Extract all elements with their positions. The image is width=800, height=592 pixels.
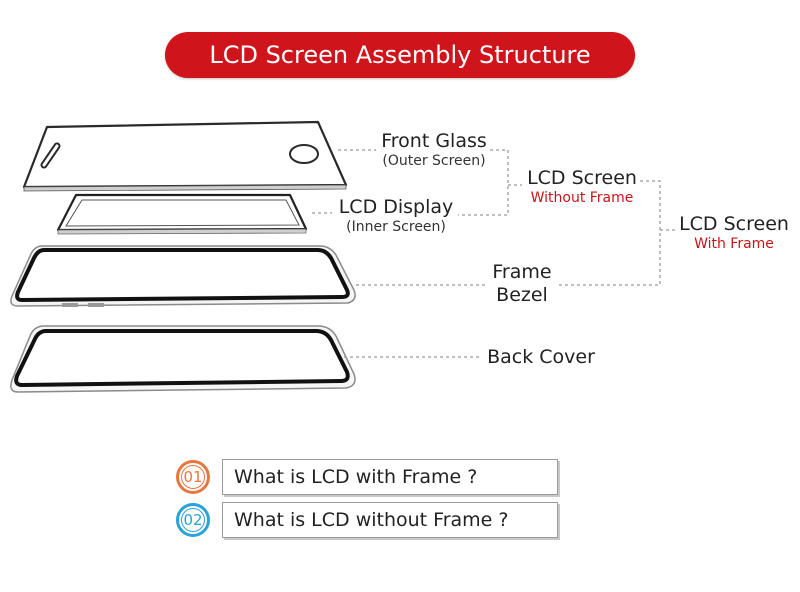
front-glass-label: Front Glass (Outer Screen) bbox=[372, 130, 496, 170]
with-frame-name: LCD Screen bbox=[679, 213, 789, 235]
faq-question-link[interactable]: What is LCD with Frame ? bbox=[222, 459, 558, 495]
bezel-name: Bezel bbox=[496, 284, 548, 306]
faq-item-1: 01 What is LCD with Frame ? bbox=[176, 459, 560, 499]
lcd-display-label: LCD Display (Inner Screen) bbox=[332, 196, 460, 236]
with-frame-sub: With Frame bbox=[694, 236, 774, 252]
front-glass-layer bbox=[22, 120, 348, 192]
lcd-display-name: LCD Display bbox=[338, 196, 454, 218]
without-frame-name: LCD Screen bbox=[527, 167, 637, 189]
back-cover-layer bbox=[10, 325, 356, 393]
faq-number-badge: 01 bbox=[176, 460, 210, 494]
faq-number: 02 bbox=[181, 508, 205, 532]
without-frame-group-label: LCD Screen Without Frame bbox=[520, 167, 644, 207]
frame-bezel-layer bbox=[10, 245, 356, 307]
without-frame-sub: Without Frame bbox=[530, 190, 634, 206]
page-title: LCD Screen Assembly Structure bbox=[165, 32, 635, 78]
front-glass-sub: (Outer Screen) bbox=[382, 153, 486, 169]
frame-name: Frame bbox=[492, 261, 552, 283]
frame-bezel-label: Frame Bezel bbox=[484, 261, 560, 307]
lcd-display-layer bbox=[56, 193, 308, 235]
faq-item-2: 02 What is LCD without Frame ? bbox=[176, 502, 560, 542]
faq-number-badge: 02 bbox=[176, 503, 210, 537]
faq-question-link[interactable]: What is LCD without Frame ? bbox=[222, 502, 558, 538]
back-cover-name: Back Cover bbox=[487, 346, 595, 368]
connector-lines bbox=[312, 149, 676, 358]
home-button-icon bbox=[289, 144, 319, 164]
back-cover-label: Back Cover bbox=[482, 346, 600, 369]
front-glass-name: Front Glass bbox=[381, 130, 487, 152]
faq-number: 01 bbox=[181, 465, 205, 489]
lcd-display-sub: (Inner Screen) bbox=[346, 219, 446, 235]
with-frame-group-label: LCD Screen With Frame bbox=[674, 213, 794, 253]
